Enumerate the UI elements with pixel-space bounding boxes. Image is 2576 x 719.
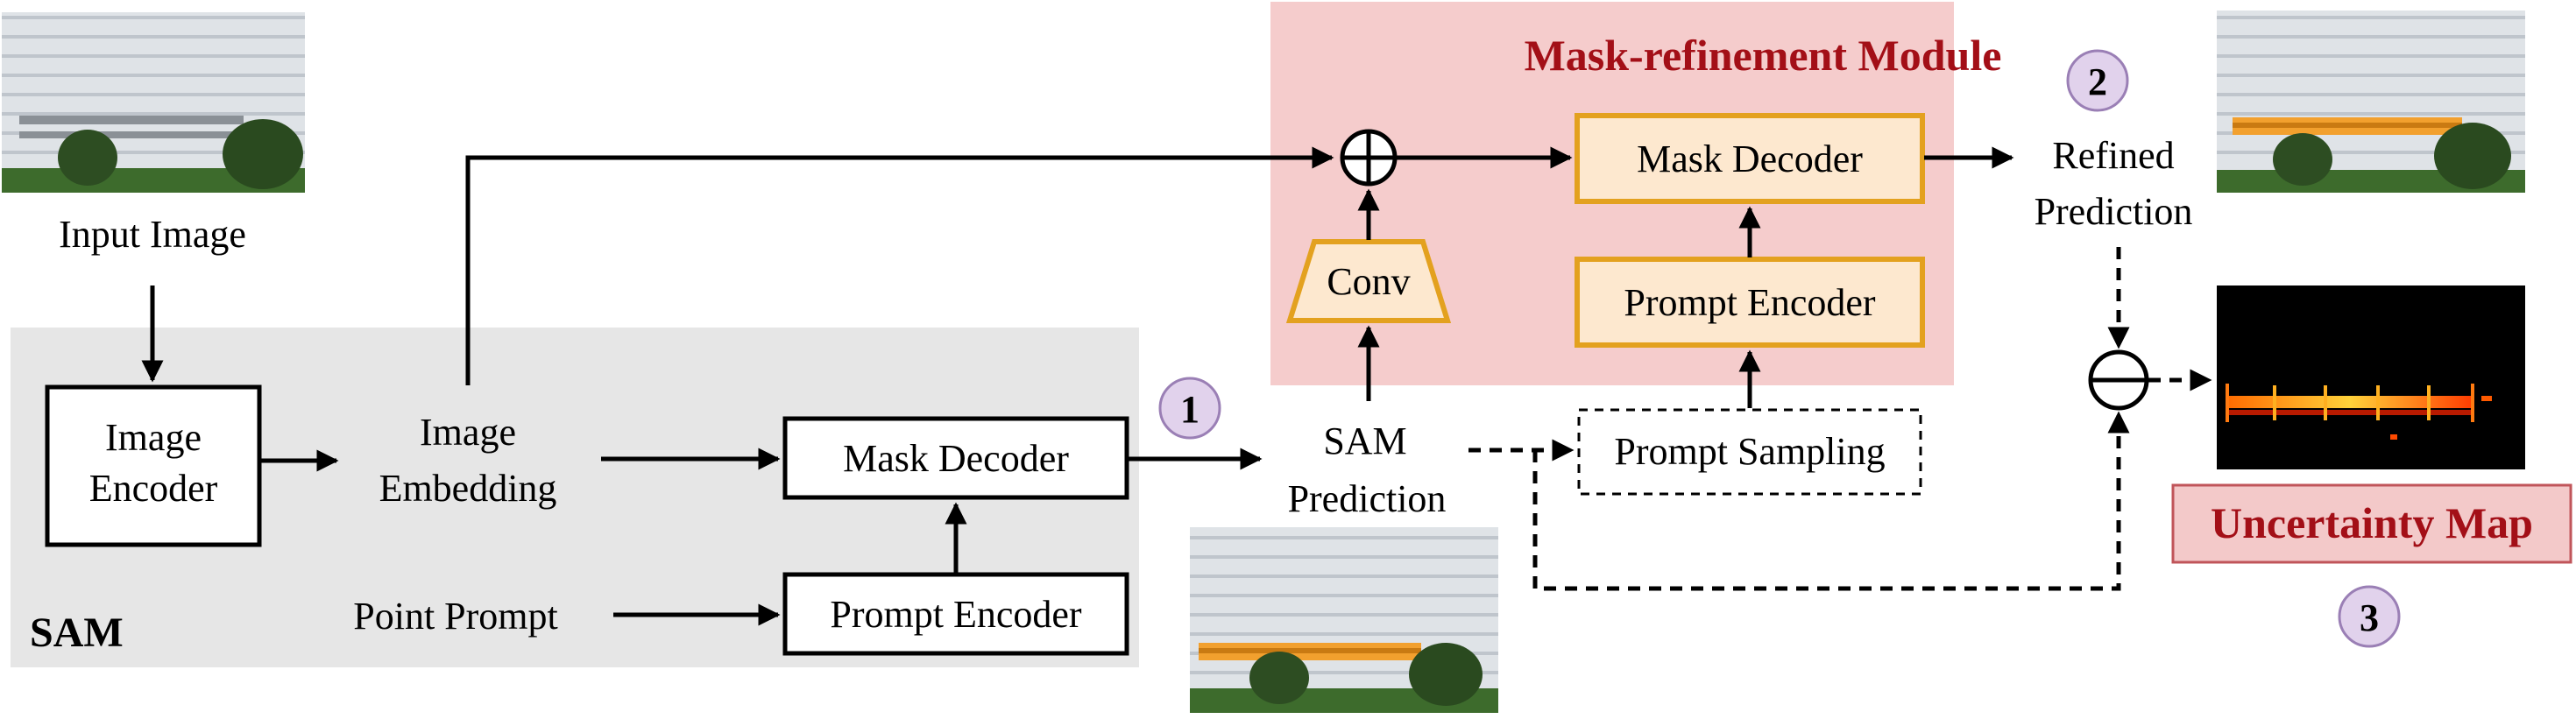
sam-mask-decoder-box <box>782 416 1129 500</box>
refine-prompt-encoder-label: Prompt Encoder <box>1624 281 1876 324</box>
circle-minus-icon <box>2088 349 2149 411</box>
sam-prediction-label-line1: SAM <box>1323 419 1406 462</box>
step-1-badge <box>1158 377 1221 440</box>
sam-prompt-encoder-label: Prompt Encoder <box>830 593 1082 636</box>
image-encoder-label-line2: Encoder <box>89 467 218 510</box>
uncertainty-map-image <box>2217 285 2525 469</box>
image-embedding-label-line1: Image <box>420 411 516 454</box>
step-2-number: 2 <box>2088 60 2107 103</box>
conv-label: Conv <box>1327 260 1410 303</box>
sam-prediction-label-line2: Prediction <box>1288 477 1447 520</box>
uncertainty-map-label: Uncertainty Map <box>2211 498 2533 547</box>
refine-mask-decoder-box <box>1575 113 1925 204</box>
image-embedding-label-line2: Embedding <box>379 467 557 510</box>
arrow-sam-prediction-to-subtract <box>1532 411 2130 591</box>
sam-prediction-thumbnail <box>1190 527 1498 713</box>
image-encoder-box <box>45 384 262 547</box>
image-encoder-label-line1: Image <box>105 416 202 459</box>
prompt-sampling-label: Prompt Sampling <box>1614 430 1885 473</box>
refined-prediction-label-line1: Refined <box>2052 134 2174 177</box>
step-1-number: 1 <box>1180 388 1200 431</box>
step-2-badge <box>2066 49 2129 112</box>
input-image-thumbnail <box>2 12 305 193</box>
sam-panel-title: SAM <box>30 610 124 656</box>
circle-plus-icon <box>1340 129 1398 187</box>
point-prompt-label: Point Prompt <box>353 595 558 638</box>
sam-mask-decoder-label: Mask Decoder <box>843 437 1069 480</box>
prompt-sampling-box <box>1577 408 1922 496</box>
mask-refinement-title: Mask-refinement Module <box>1525 31 2002 80</box>
conv-block <box>1285 239 1452 323</box>
arrow-embedding-to-adder <box>465 146 1334 385</box>
refine-mask-decoder-label: Mask Decoder <box>1637 137 1863 180</box>
input-image-label: Input Image <box>59 213 246 256</box>
step-3-number: 3 <box>2360 596 2379 639</box>
sam-prompt-encoder-box <box>782 572 1129 656</box>
refined-prediction-label-line2: Prediction <box>2035 190 2193 233</box>
refined-prediction-thumbnail <box>2217 11 2525 193</box>
step-3-badge <box>2338 585 2401 648</box>
refine-prompt-encoder-box <box>1575 257 1925 348</box>
uncertainty-map-label-box <box>2171 483 2572 564</box>
